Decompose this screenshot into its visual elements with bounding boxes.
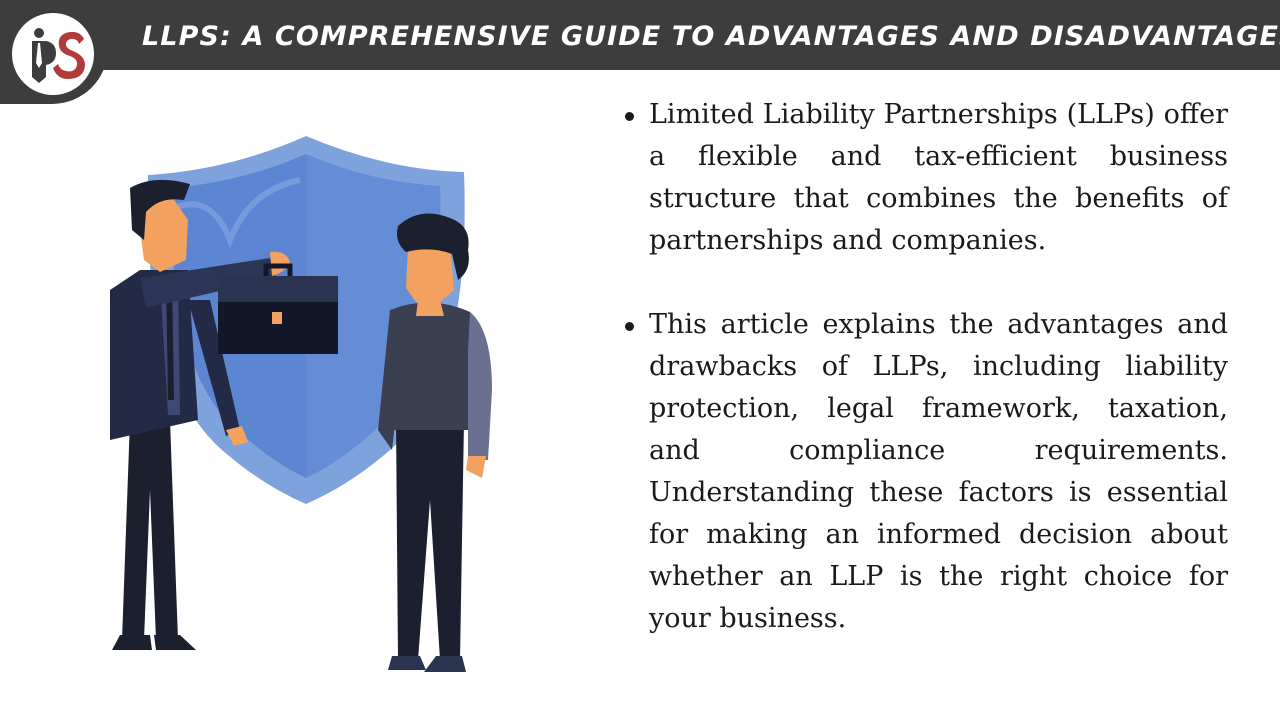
illustration (100, 130, 500, 690)
logo-tab (0, 0, 108, 104)
header-bar: LLPS: A COMPREHENSIVE GUIDE TO ADVANTAGE… (0, 0, 1280, 70)
content-panel: Limited Liability Partnerships (LLPs) of… (618, 94, 1228, 682)
page-title: LLPS: A COMPREHENSIVE GUIDE TO ADVANTAGE… (142, 21, 1280, 52)
list-item: Limited Liability Partnerships (LLPs) of… (618, 94, 1228, 262)
logo-icon (32, 28, 85, 83)
bullet-list: Limited Liability Partnerships (LLPs) of… (618, 94, 1228, 640)
list-item: This article explains the advantages and… (618, 304, 1228, 640)
logo[interactable] (12, 13, 94, 95)
businessman-handing-briefcase-shield-icon (110, 136, 492, 672)
